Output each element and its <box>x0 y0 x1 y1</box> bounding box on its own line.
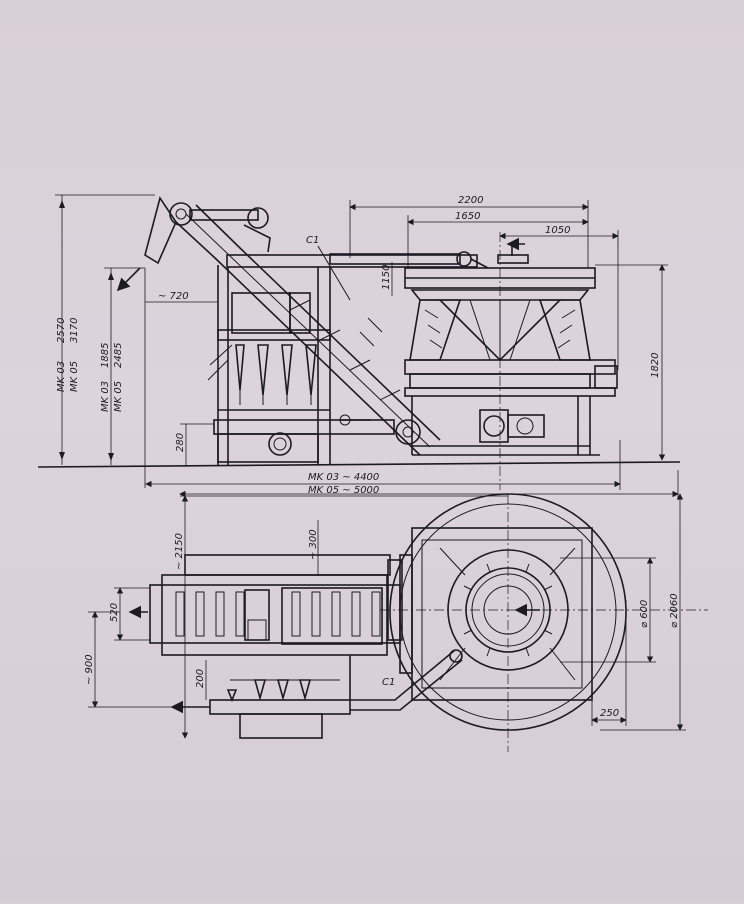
dim-2150: ~ 2150 <box>174 495 508 739</box>
dim-1820: 1820 <box>595 264 668 461</box>
c1-label-top: C1 <box>382 677 395 688</box>
height-3170: 3170 <box>69 318 80 343</box>
dim-top-horizontal: 2200 1650 1050 <box>349 195 619 370</box>
length-mk05-label: MK 05 ~ 5000 <box>308 485 379 496</box>
dim-200: 200 <box>195 660 207 700</box>
dim-inlet-height: MK 03 MK 05 1885 2485 <box>100 267 145 465</box>
dim-300: ~ 300 <box>308 520 319 575</box>
c1-leader <box>317 245 351 301</box>
dim-1150: 1150 <box>381 262 393 296</box>
dim-overall-height: MK 03 MK 05 2570 3170 <box>55 194 155 465</box>
dim-720: ~ 720 <box>144 268 218 488</box>
top-view: C1 ~ 2150 ~ 300 520 ~ 900 <box>84 493 708 752</box>
side-view: MK 03 MK 05 2570 3170 MK 03 MK 05 1885 2… <box>37 194 681 500</box>
dim-280-label: 280 <box>175 433 186 452</box>
discharge-arrow <box>116 267 141 292</box>
feed-pipe <box>329 251 489 269</box>
mixer-frame <box>411 527 593 701</box>
dim-2060: ⌀ 2060 <box>600 493 686 731</box>
height-2485: 2485 <box>113 343 124 368</box>
model-mk05-label: MK 05 <box>69 361 80 392</box>
dim-1150-label: 1150 <box>381 265 392 290</box>
height-2570: 2570 <box>56 318 67 343</box>
dim-2060-label: ⌀ 2060 <box>669 593 680 628</box>
mixer-unit <box>404 237 618 456</box>
dim-2200-label: 2200 <box>458 195 483 206</box>
dim-1820-label: 1820 <box>650 353 661 378</box>
dim-600: ⌀ 600 <box>560 557 656 663</box>
dim-520-label: 520 <box>109 603 120 622</box>
dim-900-label: ~ 900 <box>84 654 95 685</box>
dim-1050-label: 1050 <box>545 225 570 236</box>
dim-300-label: ~ 300 <box>308 529 319 560</box>
dim-900: ~ 900 <box>84 611 172 708</box>
dim-720-label: ~ 720 <box>158 291 189 302</box>
dim-520: 520 <box>109 587 150 641</box>
dim-250-label: 250 <box>600 708 619 719</box>
dim-600-label: ⌀ 600 <box>639 600 650 628</box>
dim-1650-label: 1650 <box>455 211 480 222</box>
cyclones-plan <box>170 649 463 739</box>
height-1885: 1885 <box>100 343 111 368</box>
model-mk03-label: MK 03 <box>56 361 67 392</box>
dim-250: 250 <box>591 600 627 726</box>
c1-label-side: C1 <box>306 235 319 246</box>
ground-line <box>37 461 681 468</box>
bucket-elevator <box>144 196 441 456</box>
model-mk05-label-2: MK 05 <box>113 381 124 412</box>
model-mk03-label-2: MK 03 <box>100 381 111 412</box>
conveyor-plan <box>128 554 403 656</box>
dim-200-label: 200 <box>195 669 206 688</box>
dim-2150-label: ~ 2150 <box>174 533 185 570</box>
dim-280: 280 <box>175 423 214 465</box>
length-mk03-label: MK 03 ~ 4400 <box>308 472 379 483</box>
frame-structure <box>207 254 478 465</box>
